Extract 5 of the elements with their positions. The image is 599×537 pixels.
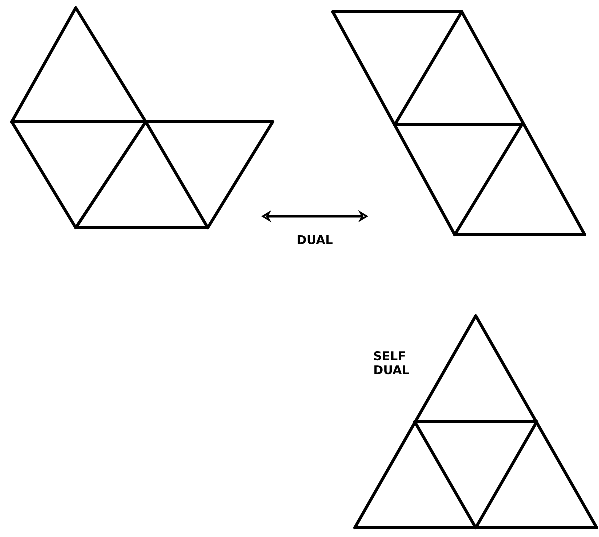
edge-label: DUAL — [298, 236, 333, 244]
triangle-grid-drawing — [332, 10, 586, 236]
side-label: SELF DUAL — [374, 352, 410, 375]
triangle-grid-drawing — [354, 314, 598, 530]
triangle-grid-drawing — [10, 6, 274, 230]
